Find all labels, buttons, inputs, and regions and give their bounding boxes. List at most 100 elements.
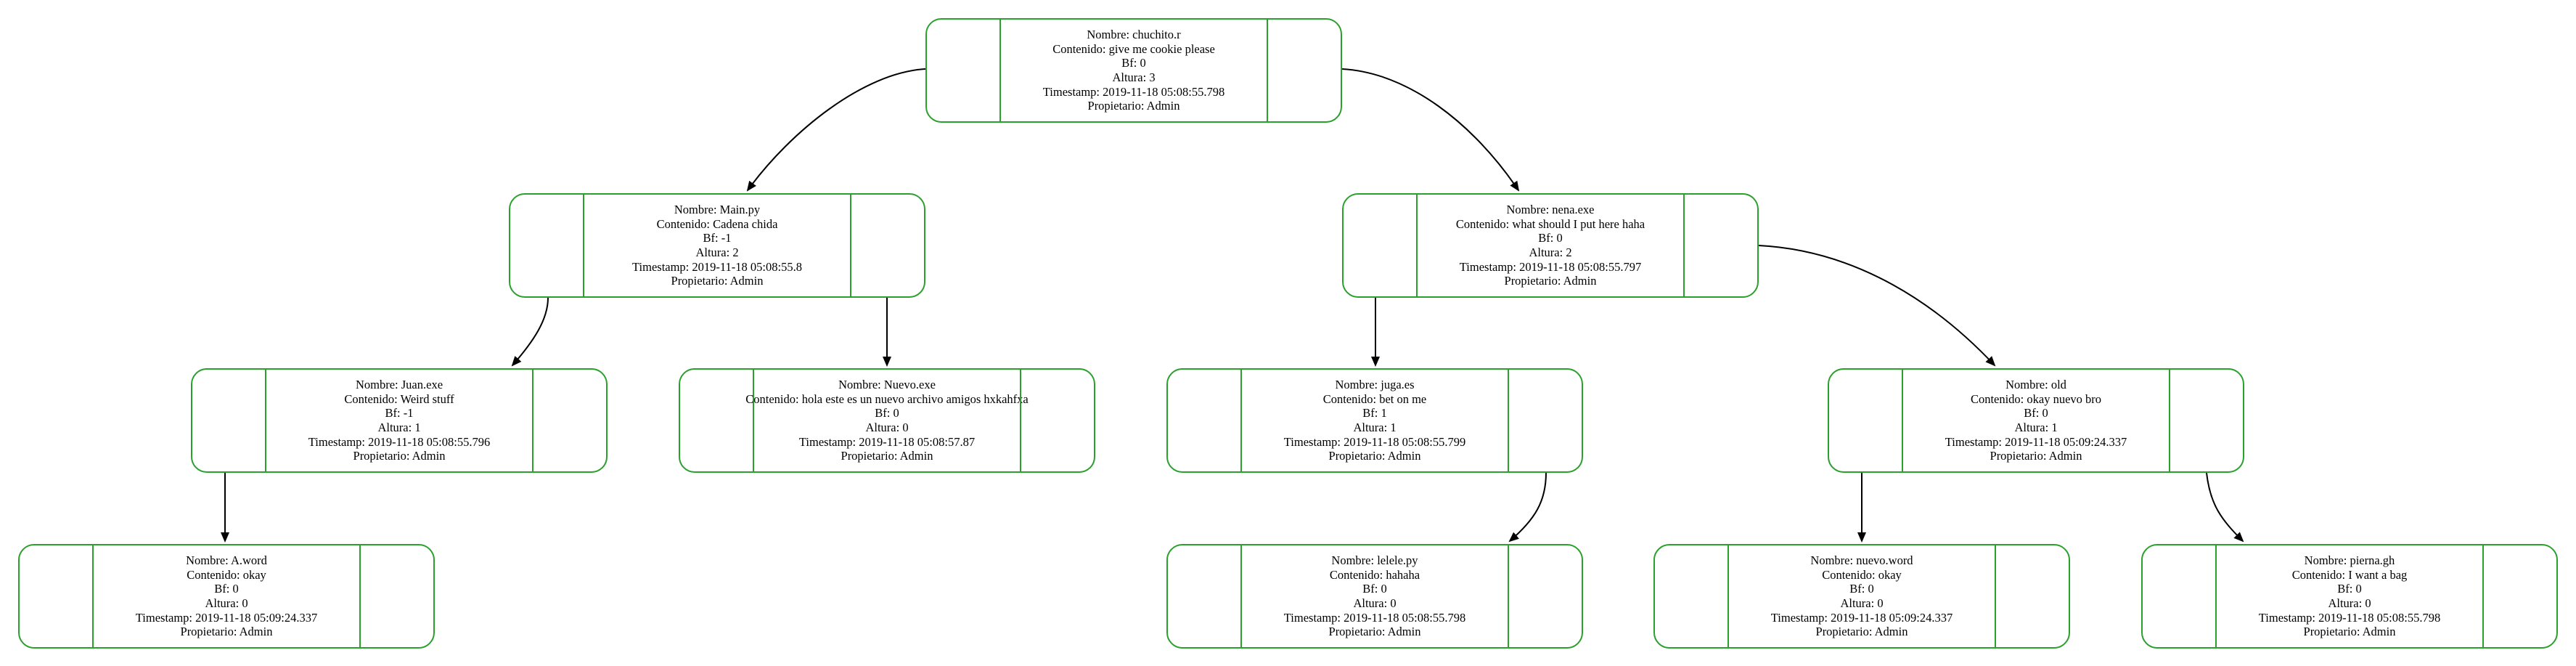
field-value: what should I put here haha (1512, 216, 1645, 231)
field-value: 0 (1877, 596, 1884, 610)
field-value: okay (242, 567, 266, 582)
field-value: Admin (1387, 449, 1421, 463)
field-value: hola este es un nuevo archivo amigos hxk… (801, 391, 1029, 406)
field-value: 3 (1149, 70, 1156, 84)
field-value: bet on me (1379, 391, 1427, 406)
field-value: nuevo.word (1856, 553, 1913, 568)
left-child-port (1344, 195, 1418, 296)
node-propietario-line: Propietario: Admin (1088, 99, 1180, 113)
field-value: 2019-11-18 05:08:55.799 (1344, 434, 1466, 449)
node-propietario-line: Propietario: Admin (841, 449, 933, 463)
field-label: Propietario: (671, 274, 728, 288)
node-nombre-line: Nombre: A.word (186, 553, 267, 568)
field-value: 0 (2042, 406, 2048, 421)
node-propietario-line: Propietario: Admin (1329, 625, 1421, 639)
field-value: Admin (1563, 274, 1597, 288)
node-altura-line: Altura: 2 (695, 245, 738, 260)
field-label: Bf: (2337, 582, 2353, 596)
field-label: Contenido: (1329, 567, 1383, 582)
field-value: Admin (729, 274, 764, 288)
field-value: 2019-11-18 05:08:55.796 (368, 434, 491, 449)
field-label: Bf: (2024, 406, 2040, 421)
node-timestamp-line: Timestamp: 2019-11-18 05:08:55.796 (308, 435, 490, 450)
field-value: -1 (721, 231, 732, 245)
field-label: Timestamp: (1283, 434, 1341, 449)
node-contenido-line: Contenido: bet on me (1323, 392, 1427, 407)
node-contenido-line: Contenido: what should I put here haha (1456, 217, 1645, 232)
field-label: Contenido: (656, 216, 710, 231)
field-label: Altura: (205, 596, 240, 610)
node-contenido-line: Contenido: Weird stuff (344, 392, 454, 407)
node-nombre-line: Nombre: juga.es (1335, 378, 1414, 392)
field-value: Weird stuff (400, 391, 454, 406)
field-value: chuchito.r (1132, 28, 1181, 42)
field-label: Timestamp: (1770, 610, 1828, 625)
field-label: Nombre: (186, 553, 229, 568)
edge-n1-n3 (1341, 68, 1520, 192)
node-timestamp-line: Timestamp: 2019-11-18 05:08:57.87 (799, 435, 975, 450)
field-label: Nombre: (674, 203, 717, 217)
field-value: hahaha (1386, 567, 1420, 582)
field-value: Admin (2362, 625, 2396, 639)
field-label: Timestamp: (1459, 259, 1517, 274)
field-value: 2019-11-18 05:08:55.798 (1344, 610, 1466, 625)
node-nombre-line: Nombre: chuchito.r (1087, 28, 1180, 42)
right-child-port (1995, 545, 2069, 647)
field-label: Propietario: (1328, 449, 1386, 463)
field-label: Propietario: (2303, 625, 2360, 639)
node-propietario-line: Propietario: Admin (1329, 449, 1421, 463)
field-value: I want a bag (2348, 567, 2408, 582)
node-bf-line: Bf: 1 (1362, 406, 1386, 421)
field-label: Timestamp: (1283, 610, 1341, 625)
field-value: Admin (1874, 625, 1908, 639)
field-label: Altura: (1353, 421, 1388, 434)
field-value: 2019-11-18 05:09:24.337 (195, 610, 318, 625)
field-value: old (2050, 378, 2066, 392)
node-nombre-line: Nombre: nena.exe (1507, 203, 1595, 217)
field-label: Altura: (1840, 596, 1875, 610)
field-label: Contenido: (745, 391, 799, 406)
field-label: Nombre: (1331, 553, 1375, 568)
field-value: Cadena chida (713, 216, 778, 231)
node-contenido-line: Contenido: Cadena chida (657, 217, 778, 232)
field-label: Timestamp: (632, 259, 690, 274)
node-altura-line: Altura: 1 (2014, 421, 2057, 435)
right-child-port (532, 370, 606, 471)
field-label: Altura: (695, 245, 730, 259)
field-label: Timestamp: (1945, 434, 2003, 449)
field-label: Nombre: (1087, 28, 1130, 42)
node-timestamp-line: Timestamp: 2019-11-18 05:08:55.798 (1043, 85, 1224, 100)
field-value: Admin (1146, 99, 1180, 113)
field-value: juga.es (1381, 378, 1415, 392)
left-child-port (927, 20, 1001, 121)
field-value: lelele.py (1377, 553, 1418, 568)
node-bf-line: Bf: -1 (703, 231, 732, 245)
node-timestamp-line: Timestamp: 2019-11-18 05:09:24.337 (1945, 435, 2127, 450)
left-child-port (192, 370, 266, 471)
node-propietario-line: Propietario: Admin (1816, 625, 1908, 639)
field-value: 2 (732, 245, 739, 259)
node-timestamp-line: Timestamp: 2019-11-18 05:09:24.337 (136, 611, 317, 625)
field-label: Nombre: (1335, 378, 1378, 392)
field-value: 0 (1868, 582, 1874, 596)
left-child-port (20, 545, 94, 647)
left-child-port (1168, 370, 1242, 471)
field-value: 0 (893, 406, 899, 421)
edge-n2-n4 (511, 297, 549, 367)
field-label: Timestamp: (308, 434, 366, 449)
field-label: Altura: (2328, 596, 2363, 610)
node-altura-line: Altura: 0 (1353, 596, 1396, 611)
node-nombre-line: Nombre: Main.py (674, 203, 760, 217)
